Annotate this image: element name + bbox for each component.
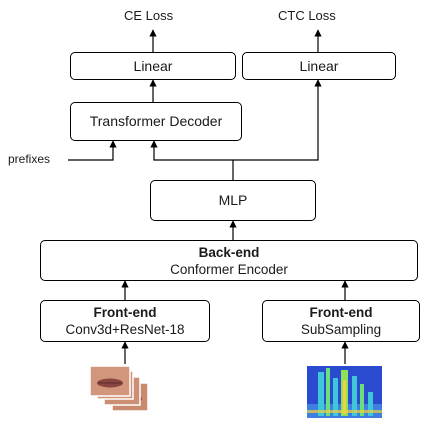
- front-end-audio-title: Front-end: [309, 305, 373, 320]
- front-end-video-box: Front-end Conv3d+ResNet-18: [40, 300, 210, 342]
- linear-right-box: Linear: [242, 52, 396, 80]
- linear-left-label: Linear: [133, 57, 173, 74]
- back-end-title: Back-end: [198, 244, 260, 260]
- ce-loss-label: CE Loss: [124, 8, 174, 23]
- mlp-label: MLP: [218, 192, 248, 208]
- spectrogram-image: [307, 366, 382, 418]
- linear-left-box: Linear: [70, 52, 236, 80]
- transformer-decoder-label: Transformer Decoder: [89, 113, 223, 129]
- back-end-subtitle: Conformer Encoder: [170, 261, 288, 277]
- lip-frame: [89, 365, 131, 397]
- arrow-mlp-to-decoder: [150, 140, 233, 161]
- front-end-video-subtitle: Conv3d+ResNet-18: [65, 322, 185, 337]
- prefixes-label: prefixes: [8, 152, 51, 166]
- back-end-box: Back-end Conformer Encoder: [40, 240, 418, 281]
- front-end-audio-box: Front-end SubSampling: [262, 300, 420, 342]
- arrow-prefixes-to-decoder: [68, 140, 117, 161]
- front-end-audio-subtitle: SubSampling: [300, 322, 382, 337]
- lip-frames-image: [89, 365, 149, 412]
- transformer-decoder-box: Transformer Decoder: [70, 102, 242, 141]
- ctc-loss-label: CTC Loss: [278, 8, 336, 23]
- linear-right-label: Linear: [299, 57, 339, 74]
- front-end-video-title: Front-end: [93, 305, 157, 320]
- arrow-mlp-to-linear-right: [233, 79, 322, 161]
- mlp-box: MLP: [150, 180, 316, 221]
